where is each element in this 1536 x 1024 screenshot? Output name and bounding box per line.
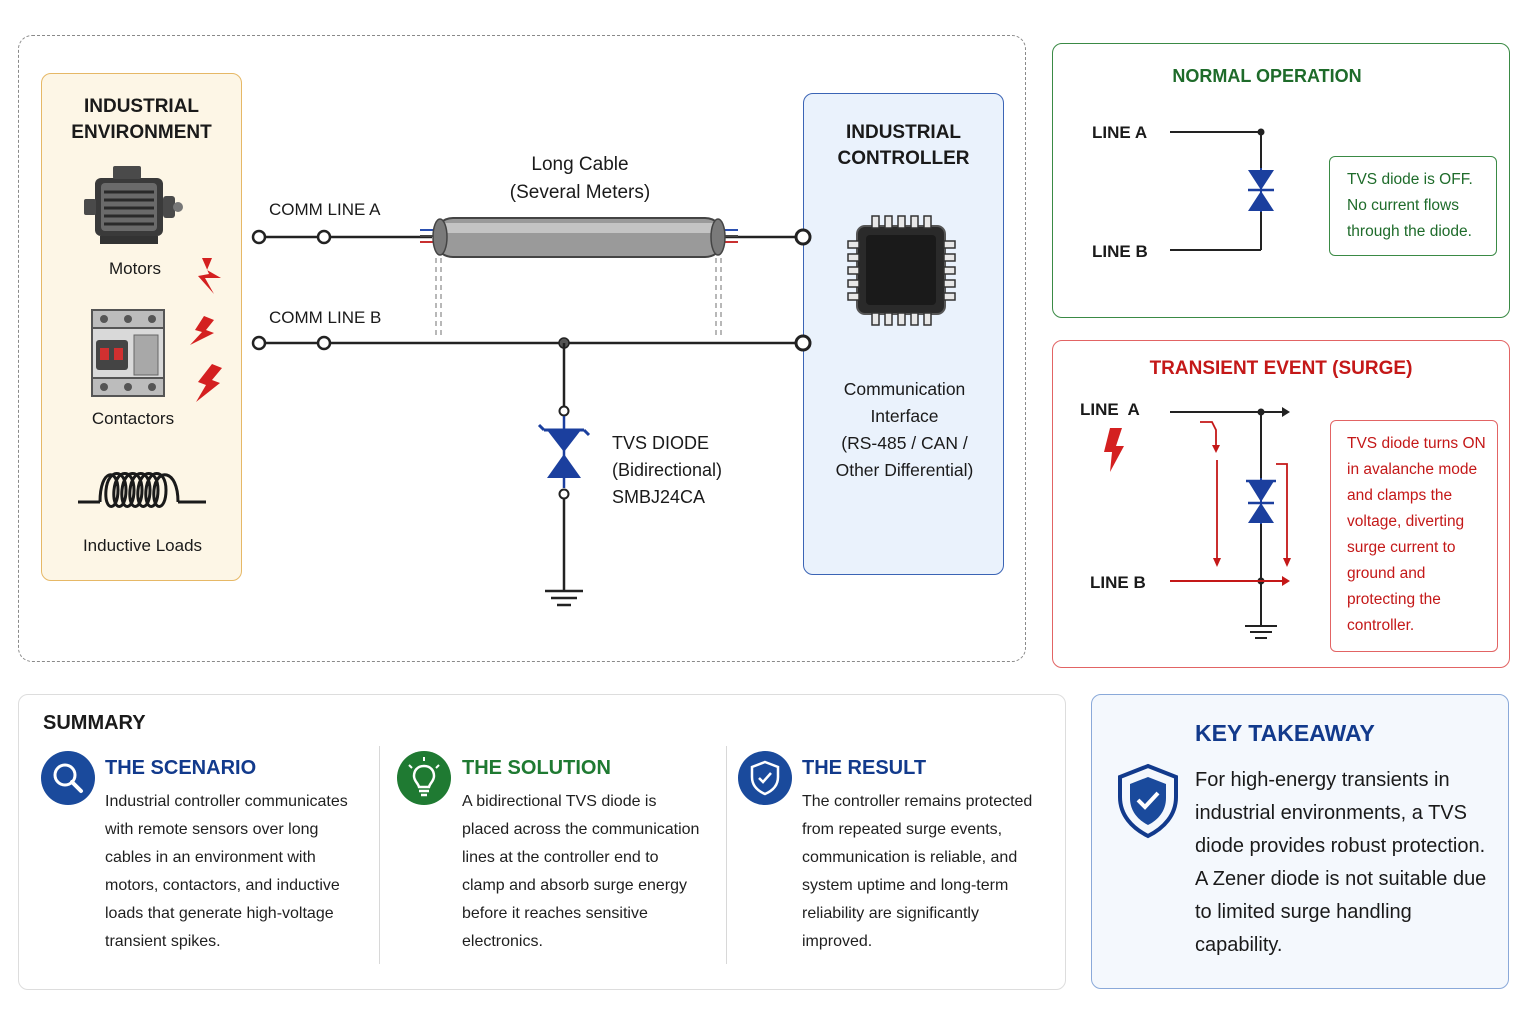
normal-operation-note: TVS diode is OFF. No current flows throu… — [1329, 156, 1497, 256]
lightning-icon — [190, 316, 214, 345]
search-icon — [53, 763, 83, 793]
result-icon — [738, 751, 792, 805]
controller-title: INDUSTRIAL CONTROLLER — [837, 122, 970, 169]
normal-line-b-label: LINE B — [1092, 242, 1148, 261]
ground-icon — [1245, 625, 1277, 639]
key-takeaway-text: For high-energy transients in industrial… — [1195, 769, 1487, 956]
normal-operation-panel — [1052, 43, 1510, 318]
solution-icon — [397, 751, 451, 805]
main-circuit-drawing — [78, 166, 956, 607]
tvs-diode-label: TVS DIODE (Bidirectional) SMBJ24CA — [612, 433, 723, 507]
key-takeaway-title: KEY TAKEAWAY — [1195, 720, 1375, 746]
lightning-icon — [196, 364, 222, 402]
terminal-node — [316, 335, 332, 351]
result-title: THE RESULT — [802, 757, 927, 779]
solution-title: THE SOLUTION — [462, 757, 611, 779]
tvs-diode-symbol — [1246, 478, 1276, 524]
normal-line-a-label: LINE A — [1092, 123, 1148, 142]
terminal-node — [794, 334, 812, 352]
transient-event-note: TVS diode turns ON in avalanche mode and… — [1330, 420, 1498, 652]
summary-title: SUMMARY — [43, 712, 146, 734]
inductive-loads-label: Inductive Loads — [82, 536, 203, 555]
terminal-node — [794, 228, 812, 246]
scenario-text: Industrial controller communicates with … — [105, 793, 348, 950]
tvs-diode-symbol — [1248, 168, 1274, 212]
result-text: The controller remains protected from re… — [802, 793, 1033, 950]
lightning-icon — [198, 258, 221, 294]
terminal-node — [251, 229, 267, 245]
lightbulb-icon — [408, 757, 440, 797]
transient-event-panel — [1052, 340, 1510, 668]
surge-line-b-label: LINE B — [1090, 573, 1146, 592]
contactor-icon — [91, 309, 165, 397]
normal-operation-schematic — [1170, 128, 1274, 251]
main-diagram-frame — [18, 35, 1026, 662]
terminal-node — [316, 229, 332, 245]
solution-text: A bidirectional TVS diode is placed acro… — [462, 793, 700, 950]
summary-divider — [726, 746, 727, 964]
surge-line-a-label: LINE A — [1080, 400, 1140, 419]
comm-line-a-label: COMM LINE A — [269, 200, 381, 219]
shield-check-icon — [750, 760, 780, 796]
surge-schematic — [1104, 407, 1291, 639]
microcontroller-chip-icon — [847, 215, 956, 326]
transient-event-title: TRANSIENT EVENT (SURGE) — [1149, 358, 1413, 379]
summary-divider — [379, 746, 380, 964]
normal-operation-title: NORMAL OPERATION — [1172, 66, 1362, 86]
shield-check-icon — [1118, 763, 1178, 839]
communication-interface-text: Communication Interface (RS-485 / CAN / … — [835, 379, 974, 480]
comm-line-b-label: COMM LINE B — [269, 308, 382, 327]
contactors-label: Contactors — [91, 409, 175, 428]
motor-icon — [84, 166, 183, 244]
ground-icon — [545, 589, 583, 607]
motors-label: Motors — [109, 259, 161, 278]
scenario-title: THE SCENARIO — [105, 757, 257, 779]
surge-current-arrow — [1200, 421, 1291, 567]
key-takeaway-panel — [1091, 694, 1509, 989]
environment-title: INDUSTRIAL ENVIRONMENT — [71, 96, 212, 143]
terminal-node — [251, 335, 267, 351]
tvs-diode-symbol — [537, 416, 591, 488]
summary-panel — [18, 694, 1066, 990]
inductor-coil-icon — [78, 472, 206, 508]
cable-label: Long Cable (Several Meters) — [509, 154, 651, 203]
long-cable-icon — [420, 217, 738, 335]
lightning-icon — [1104, 428, 1124, 472]
industrial-controller-panel: INDUSTRIAL CONTROLLER Communication Inte… — [803, 93, 1004, 575]
scenario-icon — [41, 751, 95, 805]
